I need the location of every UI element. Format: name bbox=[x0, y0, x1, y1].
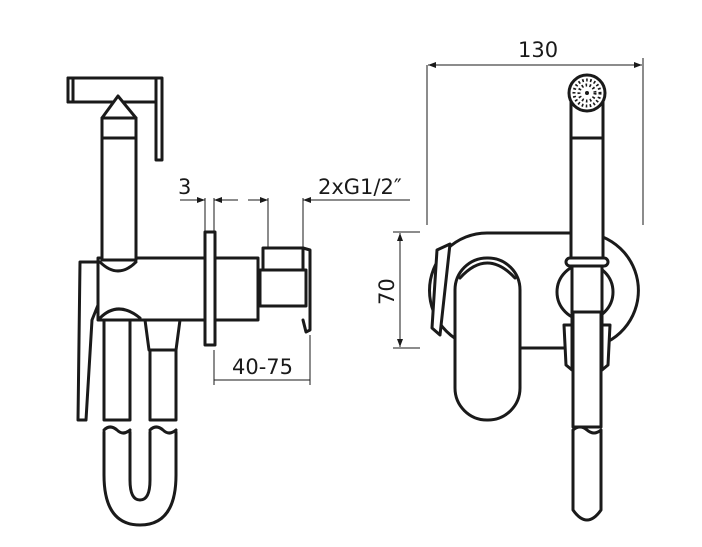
side-view: 3 2xG1/2″ 40-75 bbox=[66, 76, 410, 527]
side-flange bbox=[203, 230, 217, 347]
dim-height-label: 70 bbox=[375, 278, 399, 305]
dim-width: 130 bbox=[426, 38, 644, 225]
trigger-icon bbox=[154, 76, 164, 162]
front-lever bbox=[453, 256, 522, 422]
dim-depth-label: 40-75 bbox=[232, 355, 293, 379]
side-connector bbox=[258, 246, 312, 334]
dim-thread-label: 2xG1/2″ bbox=[318, 175, 402, 199]
dim-width-label: 130 bbox=[518, 38, 558, 62]
front-bidet-shower bbox=[562, 73, 612, 522]
front-view: 130 70 bbox=[375, 38, 644, 522]
dim-thread: 2xG1/2″ bbox=[248, 175, 410, 248]
shower-head-icon bbox=[567, 73, 607, 113]
dim-flange: 3 bbox=[178, 175, 238, 232]
side-hoses bbox=[102, 316, 182, 527]
dim-depth: 40-75 bbox=[213, 335, 311, 385]
dim-height: 70 bbox=[375, 231, 420, 349]
side-bidet-shower bbox=[66, 76, 164, 262]
dim-flange-label: 3 bbox=[178, 175, 191, 199]
spray-nozzle-icon bbox=[66, 76, 75, 104]
side-body bbox=[96, 256, 260, 322]
